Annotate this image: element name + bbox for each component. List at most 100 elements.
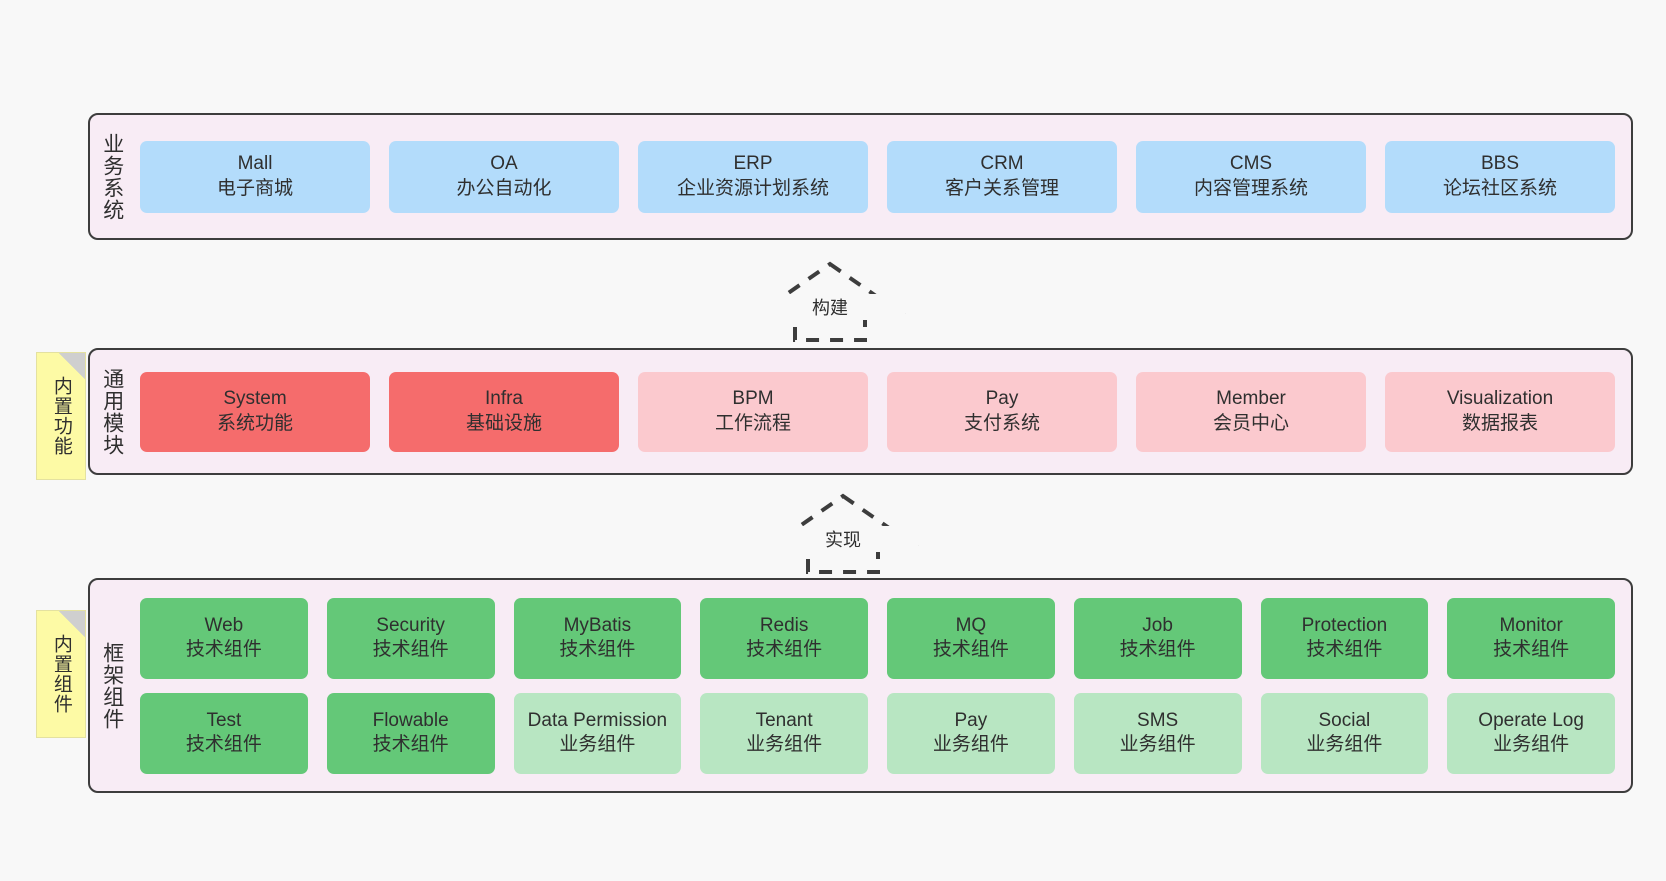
node-subtitle: 业务组件	[1493, 734, 1570, 755]
node-monitor[interactable]: Monitor 技术组件	[1447, 597, 1615, 679]
node-title: Redis	[759, 614, 809, 636]
note-builtin-components: 内置组件	[36, 610, 86, 738]
node-title: CMS	[1229, 153, 1273, 175]
node-mybatis[interactable]: MyBatis 技术组件	[513, 597, 682, 679]
node-title: Web	[204, 614, 244, 636]
node-title: ERP	[733, 153, 773, 175]
layer-body-common-modules: System 系统功能 Infra 基础设施 BPM 工作流程 Pay 支付系统…	[134, 350, 1631, 473]
node-oa[interactable]: OA 办公自动化	[389, 140, 619, 213]
note-label: 内置组件	[50, 634, 72, 714]
arrow-implement-label: 实现	[768, 526, 918, 552]
node-title: Member	[1216, 388, 1286, 410]
node-infra[interactable]: Infra 基础设施	[389, 371, 619, 452]
node-title: System	[223, 388, 287, 410]
node-bpm[interactable]: BPM 工作流程	[638, 371, 868, 452]
node-subtitle: 技术组件	[372, 639, 449, 660]
node-subtitle: 基础设施	[465, 412, 542, 434]
layer-body-business-systems: Mall 电子商城 OA 办公自动化 ERP 企业资源计划系统 CRM 客户关系…	[134, 115, 1631, 238]
layer-business-systems: 业务系统 Mall 电子商城 OA 办公自动化 ERP 企业资源计划系统 CRM…	[88, 113, 1633, 240]
node-subtitle: 客户关系管理	[944, 177, 1059, 199]
node-tenant[interactable]: Tenant 业务组件	[700, 692, 868, 774]
node-pay-component[interactable]: Pay 业务组件	[887, 692, 1055, 774]
node-title: Pay	[985, 388, 1019, 410]
node-subtitle: 技术组件	[185, 639, 262, 660]
node-subtitle: 技术组件	[1493, 639, 1570, 660]
layer-framework-components: 框架组件 Web 技术组件 Security 技术组件 MyBatis 技术组件…	[88, 578, 1633, 793]
node-title: BBS	[1480, 153, 1520, 175]
node-title: CRM	[980, 153, 1024, 175]
node-title: Protection	[1301, 614, 1388, 636]
page-fold-icon	[59, 611, 85, 637]
node-erp[interactable]: ERP 企业资源计划系统	[638, 140, 868, 213]
node-subtitle: 业务组件	[1119, 734, 1196, 755]
layer-common-modules: 通用模块 System 系统功能 Infra 基础设施 BPM 工作流程 Pay…	[88, 348, 1633, 475]
layer-row: Web 技术组件 Security 技术组件 MyBatis 技术组件 Redi…	[140, 597, 1615, 679]
node-subtitle: 技术组件	[932, 639, 1009, 660]
node-subtitle: 工作流程	[714, 412, 791, 434]
arrow-implement: 实现	[767, 490, 919, 576]
node-title: MyBatis	[563, 614, 632, 636]
layer-row: Test 技术组件 Flowable 技术组件 Data Permission …	[140, 692, 1615, 774]
node-title: Flowable	[372, 709, 449, 731]
node-visualization[interactable]: Visualization 数据报表	[1385, 371, 1615, 452]
node-subtitle: 技术组件	[372, 734, 449, 755]
layer-title-business-systems: 业务系统	[100, 132, 124, 221]
node-flowable[interactable]: Flowable 技术组件	[326, 692, 495, 774]
node-subtitle: 企业资源计划系统	[676, 177, 829, 199]
node-member[interactable]: Member 会员中心	[1136, 371, 1366, 452]
node-social[interactable]: Social 业务组件	[1260, 692, 1429, 774]
node-subtitle: 支付系统	[963, 412, 1040, 434]
node-title: Operate Log	[1478, 709, 1584, 731]
node-mq[interactable]: MQ 技术组件	[887, 597, 1055, 679]
node-subtitle: 技术组件	[1119, 639, 1196, 660]
node-sms[interactable]: SMS 业务组件	[1073, 692, 1242, 774]
node-security[interactable]: Security 技术组件	[326, 597, 495, 679]
node-title: OA	[490, 153, 518, 175]
node-title: Mall	[237, 153, 273, 175]
page-fold-icon	[59, 353, 85, 379]
node-subtitle: 业务组件	[746, 734, 823, 755]
node-subtitle: 业务组件	[559, 734, 636, 755]
node-redis[interactable]: Redis 技术组件	[700, 597, 868, 679]
node-subtitle: 会员中心	[1212, 412, 1289, 434]
node-subtitle: 办公自动化	[456, 177, 552, 199]
node-title: Job	[1142, 614, 1173, 636]
note-label: 内置功能	[50, 376, 72, 456]
node-bbs[interactable]: BBS 论坛社区系统	[1385, 140, 1615, 213]
node-title: Data Permission	[527, 709, 668, 731]
node-title: Security	[376, 614, 445, 636]
node-title: Pay	[954, 709, 988, 731]
node-crm[interactable]: CRM 客户关系管理	[887, 140, 1117, 213]
node-operate-log[interactable]: Operate Log 业务组件	[1447, 692, 1615, 774]
node-title: Infra	[484, 388, 524, 410]
node-subtitle: 技术组件	[559, 639, 636, 660]
node-title: BPM	[732, 388, 774, 410]
arrow-build-label: 构建	[755, 294, 905, 320]
node-title: SMS	[1137, 709, 1179, 731]
node-job[interactable]: Job 技术组件	[1073, 597, 1242, 679]
node-cms[interactable]: CMS 内容管理系统	[1136, 140, 1366, 213]
node-web[interactable]: Web 技术组件	[140, 597, 308, 679]
note-builtin-features: 内置功能	[36, 352, 86, 480]
node-system[interactable]: System 系统功能	[140, 371, 370, 452]
node-subtitle: 论坛社区系统	[1442, 177, 1557, 199]
node-subtitle: 技术组件	[746, 639, 823, 660]
layer-title-common-modules: 通用模块	[100, 367, 124, 456]
node-title: Visualization	[1446, 388, 1554, 410]
node-protection[interactable]: Protection 技术组件	[1260, 597, 1429, 679]
node-subtitle: 业务组件	[1306, 734, 1383, 755]
node-subtitle: 系统功能	[216, 412, 293, 434]
node-subtitle: 技术组件	[1306, 639, 1383, 660]
node-subtitle: 技术组件	[185, 734, 262, 755]
arrow-build: 构建	[754, 258, 906, 344]
layer-title-framework-components: 框架组件	[100, 641, 124, 730]
node-test[interactable]: Test 技术组件	[140, 692, 308, 774]
layer-body-framework-components: Web 技术组件 Security 技术组件 MyBatis 技术组件 Redi…	[134, 580, 1631, 791]
layer-row: Mall 电子商城 OA 办公自动化 ERP 企业资源计划系统 CRM 客户关系…	[140, 140, 1615, 213]
node-title: Test	[206, 709, 242, 731]
node-pay-module[interactable]: Pay 支付系统	[887, 371, 1117, 452]
node-mall[interactable]: Mall 电子商城	[140, 140, 370, 213]
node-title: Monitor	[1499, 614, 1563, 636]
node-data-permission[interactable]: Data Permission 业务组件	[513, 692, 682, 774]
